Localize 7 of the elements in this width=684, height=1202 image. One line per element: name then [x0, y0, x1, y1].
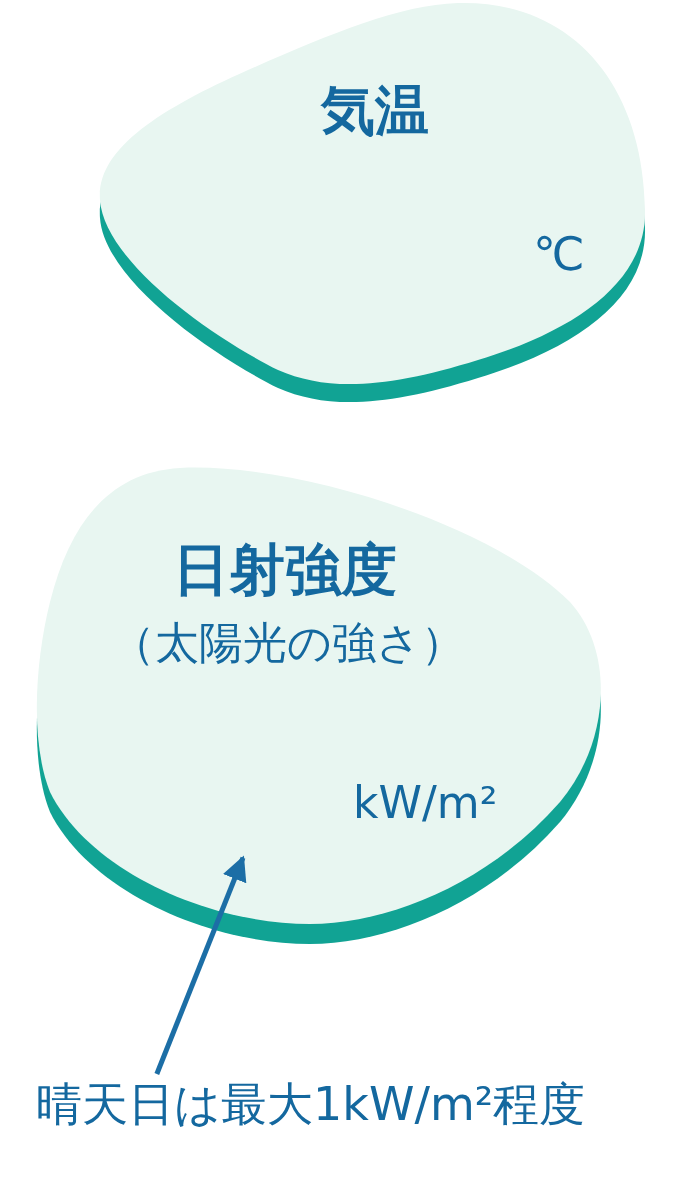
node-subtitle: （太陽光の強さ） — [111, 618, 465, 669]
arrow — [154, 855, 247, 1075]
node-title: 気温 — [321, 80, 429, 143]
callout-text: 晴天日は最大1kW/m²程度 — [36, 1078, 586, 1131]
unit-label: kW/m² — [353, 778, 498, 829]
unit-label: ℃ — [533, 228, 585, 281]
node-title: 日射強度 — [173, 538, 397, 603]
